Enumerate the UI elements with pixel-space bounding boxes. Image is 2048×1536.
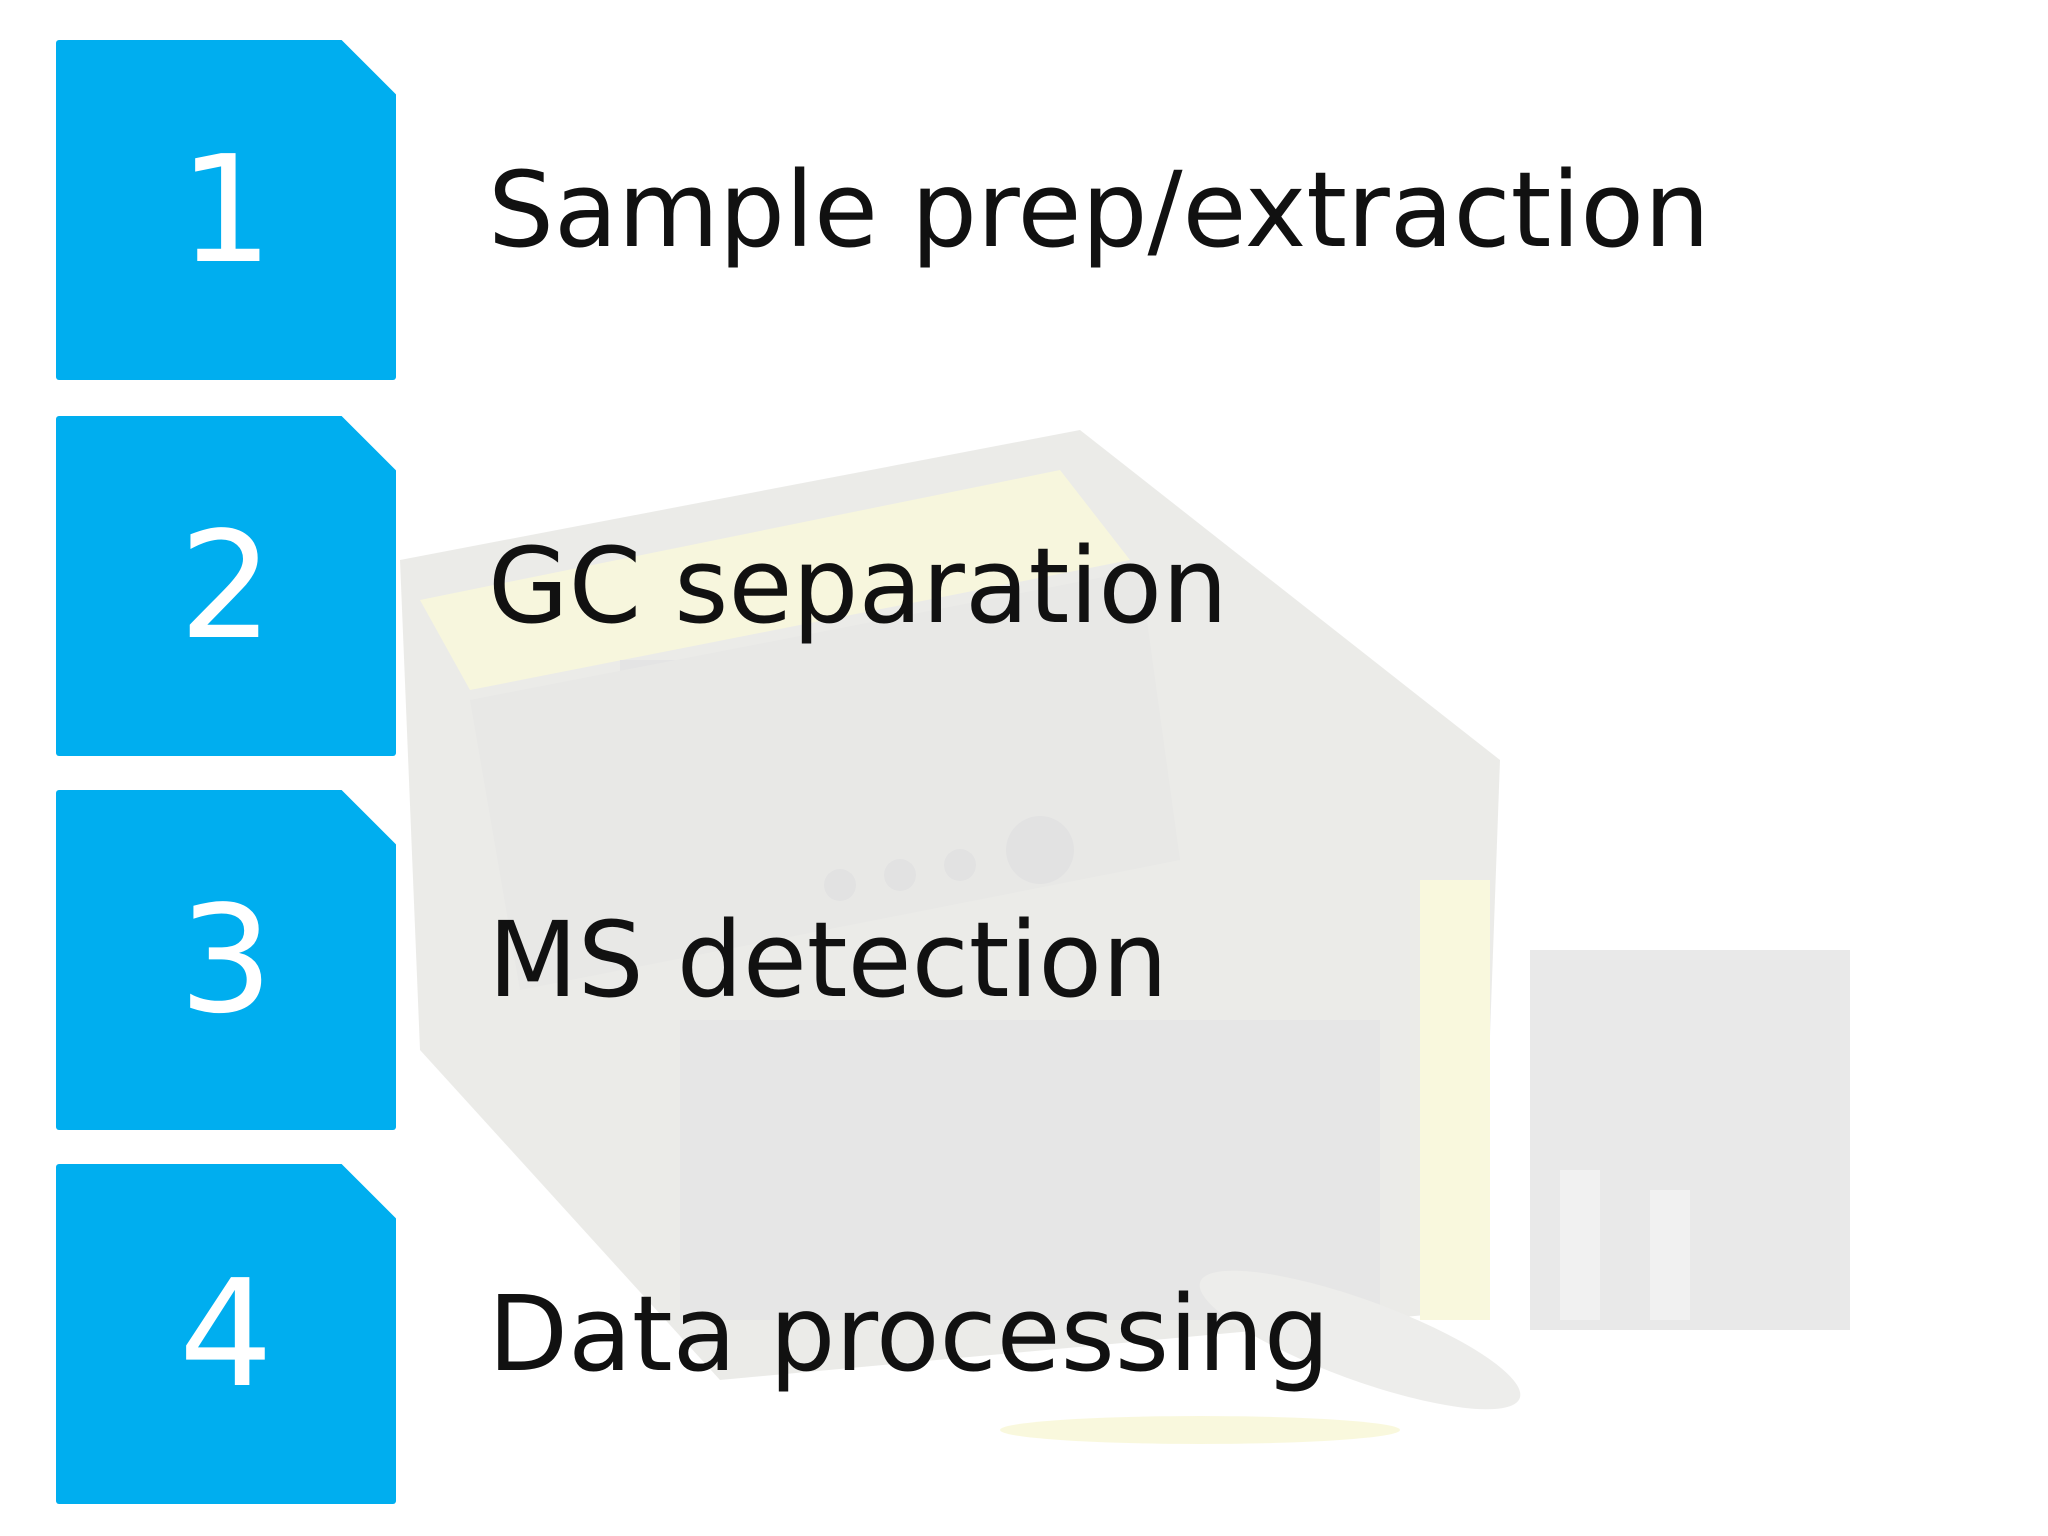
step-label: Data processing	[488, 1273, 1330, 1395]
step-number-badge: 3	[56, 790, 396, 1130]
step-label: Sample prep/extraction	[488, 149, 1710, 271]
step-1: 1 Sample prep/extraction	[0, 40, 2048, 380]
step-2: 2 GC separation	[0, 416, 2048, 756]
step-number: 3	[178, 874, 274, 1046]
step-label: MS detection	[488, 899, 1168, 1021]
step-number: 1	[178, 124, 274, 296]
step-number: 2	[178, 500, 274, 672]
step-number-badge: 2	[56, 416, 396, 756]
step-4: 4 Data processing	[0, 1164, 2048, 1504]
step-number: 4	[178, 1248, 274, 1420]
step-3: 3 MS detection	[0, 790, 2048, 1130]
step-label: GC separation	[488, 525, 1228, 647]
step-number-badge: 1	[56, 40, 396, 380]
step-number-badge: 4	[56, 1164, 396, 1504]
